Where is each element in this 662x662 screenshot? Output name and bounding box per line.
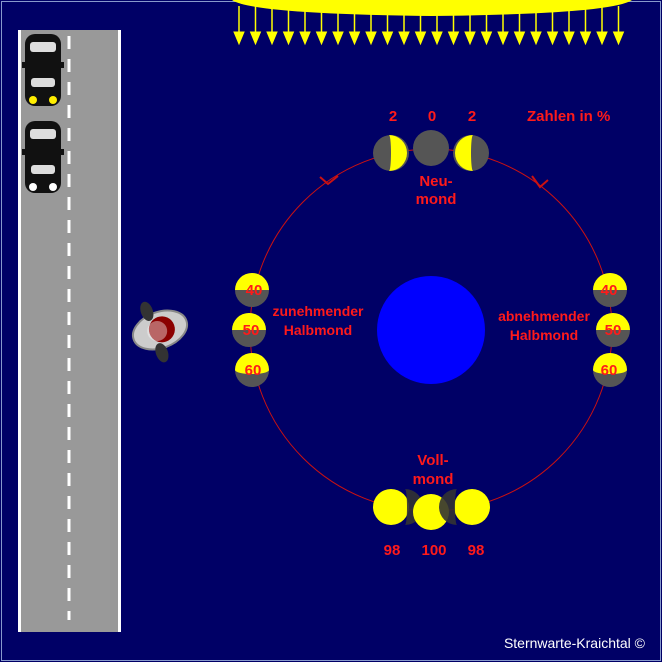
sun-ray-arrowhead (381, 31, 394, 46)
sun-ray-arrowhead (398, 31, 410, 46)
sun-ray-arrowhead (249, 31, 262, 46)
illumination-label: 50 (243, 322, 260, 339)
illumination-label: 2 (389, 108, 397, 125)
new-moon-group: 2 0 2 Neu- mond (373, 108, 489, 208)
sun-ray-arrowhead (612, 31, 625, 46)
full-moon-label: mond (413, 471, 454, 488)
sun-ray-arrowhead (464, 31, 476, 46)
waning-half-moon-label: Halbmond (510, 327, 578, 343)
moon-icon (373, 489, 409, 525)
illumination-label: 60 (601, 362, 618, 379)
illumination-label: 98 (468, 542, 485, 559)
sun-ray-arrowhead (546, 31, 559, 46)
moon-icon (454, 489, 490, 525)
sun-ray-arrowhead (365, 31, 377, 46)
sun-ray-arrowhead (348, 31, 361, 46)
full-moon-label: Voll- (417, 452, 448, 469)
sun-ray-arrowhead (579, 31, 592, 46)
illumination-label: 50 (605, 322, 622, 339)
car-top-view-icon (22, 121, 64, 193)
illumination-label: 2 (468, 108, 476, 125)
illumination-label: 0 (428, 108, 436, 125)
sun-ray-arrowhead (266, 31, 278, 46)
new-moon-label: mond (416, 191, 457, 208)
sun-ray-arrowhead (530, 31, 542, 46)
sun-ray-arrowhead (299, 31, 311, 46)
sun-ray-arrowhead (233, 31, 245, 46)
illumination-label: 40 (601, 282, 618, 299)
moon-icon (413, 130, 449, 166)
sun-ray-arrowhead (513, 31, 526, 46)
units-note: Zahlen in % (527, 108, 610, 125)
sun-rays-icon (232, 0, 632, 46)
waxing-half-moon-group: 40 50 60 zunehmender Halbmond (232, 273, 364, 387)
new-moon-label: Neu- (419, 173, 452, 190)
sun-ray-arrowhead (332, 31, 344, 46)
illumination-label: 98 (384, 542, 401, 559)
car-top-view-icon (22, 34, 64, 106)
waning-half-moon-label: abnehmender (498, 308, 590, 324)
waxing-half-moon-label: Halbmond (284, 322, 352, 338)
sun-ray-arrowhead (596, 31, 608, 46)
sun-ray-arrowhead (282, 31, 295, 46)
earth-circle (377, 276, 485, 384)
person-top-view-icon (131, 301, 189, 363)
sun-ray-arrowhead (447, 31, 460, 46)
sun-ray-arrowhead (414, 31, 427, 46)
road (18, 30, 121, 632)
illumination-label: 60 (245, 362, 262, 379)
orbit-arrow-left (319, 175, 339, 186)
illumination-label: 100 (421, 542, 446, 559)
sun-ray-arrowhead (315, 31, 328, 46)
illumination-label: 40 (246, 282, 263, 299)
waning-half-moon-group: 40 50 60 abnehmender Halbmond (498, 273, 630, 387)
sun-ray-arrowhead (497, 31, 509, 46)
sun-ray-arrowhead (563, 31, 575, 46)
waxing-half-moon-label: zunehmender (272, 303, 364, 319)
sun-ray-arrowhead (431, 31, 443, 46)
copyright-text: Sternwarte-Kraichtal © (504, 635, 646, 651)
full-moon-group: 98 100 98 Voll- mond (373, 452, 490, 559)
orbit-arrow-right (531, 175, 549, 189)
sun-ray-arrowhead (480, 31, 493, 46)
